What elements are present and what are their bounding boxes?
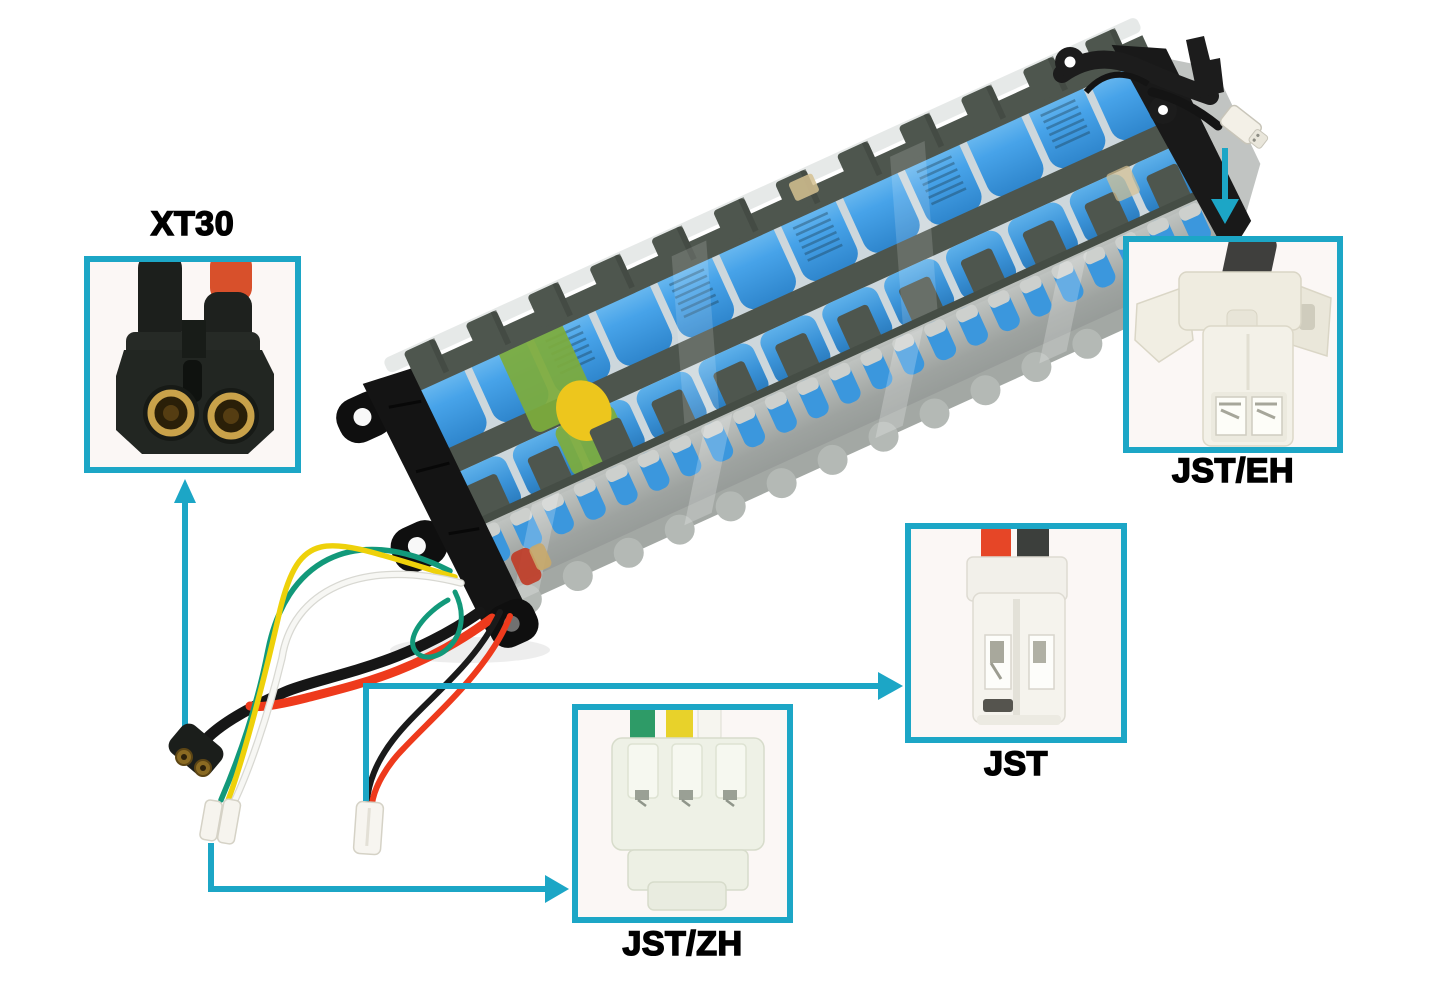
zh-mini-connector — [199, 798, 242, 845]
wrap-highlights — [511, 141, 1088, 605]
wire-harness — [193, 543, 513, 810]
callout-label-xt30: XT30 — [150, 204, 235, 244]
callout-label-jst: JST — [983, 744, 1048, 784]
ph-mini-connector — [352, 800, 385, 856]
callout-label-jst-zh: JST/ZH — [622, 924, 743, 964]
callout-box-xt30 — [84, 256, 301, 473]
arrow-jst-zh — [208, 843, 569, 903]
jst-eh-connector-photo — [1134, 242, 1332, 447]
frame-lower-rail — [464, 184, 1216, 536]
jst-connector-photo — [966, 529, 1068, 725]
tape-patch — [1106, 165, 1140, 202]
frame-top-rail — [396, 35, 1153, 398]
callout-box-jst-zh — [572, 704, 793, 923]
callout-box-jst — [905, 523, 1127, 743]
arrow-xt30 — [174, 479, 196, 745]
callout-label-jst-eh: JST/EH — [1171, 451, 1295, 491]
battery-side-face — [467, 191, 1249, 609]
callout-box-jst-eh — [1123, 236, 1343, 453]
jst-zh-connector-photo — [611, 710, 765, 911]
tape-patch — [788, 173, 819, 201]
xt30-male-connector — [168, 723, 224, 777]
eh-pigtail-cable — [1147, 87, 1223, 131]
arrow-jst-eh — [1211, 148, 1239, 224]
mount-bracket — [1053, 36, 1224, 124]
wire-exit-sleeves — [511, 543, 552, 586]
eh-mini-connector — [1219, 104, 1269, 149]
frame-middle-rail — [432, 115, 1190, 479]
xt30-connector-photo — [116, 262, 274, 454]
arrow-jst — [363, 672, 903, 801]
